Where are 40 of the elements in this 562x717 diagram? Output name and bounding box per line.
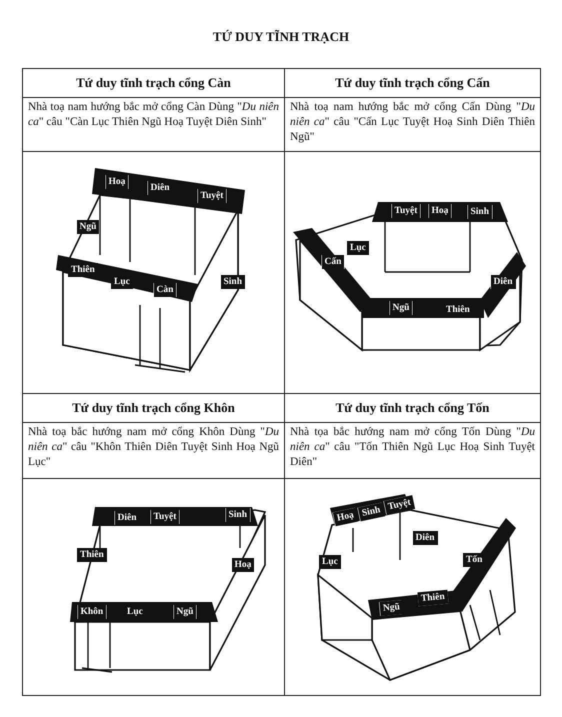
roof-label: Ngũ <box>174 605 196 619</box>
roof-label: Cấn <box>322 255 344 269</box>
roof-label: Lục <box>347 241 369 255</box>
description-text: Nhà tọa bắc hướng nam mở cổng Tốn Dùng "Du niên ca" câu "Tốn Thiên Ngũ Lục Hoạ Sinh Tuyệt Diên" <box>285 422 540 479</box>
roof-label: Sinh <box>220 275 245 289</box>
roof-label: Hoạ <box>106 175 128 189</box>
roof-label: Càn <box>154 283 176 297</box>
description-text: Nhà toạ bắc hướng nam mở cổng Khôn Dùng "Du niên ca" câu "Khôn Thiên Diên Tuyệt Sinh Hoạ Ngũ Lục" <box>23 422 284 479</box>
panel-frame <box>284 393 541 696</box>
roof-label: Thiên <box>443 303 473 317</box>
roof-label: Ngũ <box>390 301 412 315</box>
panel-heading: Tứ duy tĩnh trạch cổng Càn <box>23 69 284 98</box>
panel-frame <box>284 68 541 394</box>
roof-label: Diên <box>490 275 516 289</box>
roof-label: Sinh <box>226 508 250 522</box>
diagram-title: TỨ DUY TĨNH TRẠCH <box>212 29 350 45</box>
panel-heading: Tứ duy tĩnh trạch cổng Tốn <box>285 394 540 423</box>
roof-label: Lục <box>124 605 146 619</box>
roof-label: Tuyệt <box>392 204 420 218</box>
roof-label: Thiên <box>68 263 98 277</box>
description-text: Nhà toạ nam hướng bắc mở cổng Càn Dùng "Du niên ca" câu "Càn Lục Thiên Ngũ Hoạ Tuyệt Diên Sinh" <box>23 97 284 152</box>
roof-label: Hoạ <box>428 204 452 218</box>
roof-label: Hoạ <box>232 558 254 572</box>
roof-label: Lục <box>111 275 133 289</box>
roof-label: Tuyệt <box>150 510 180 524</box>
panel-frame <box>22 393 285 696</box>
roof-label: Diên <box>114 511 140 525</box>
roof-label: Tuyệt <box>198 189 226 203</box>
panel-heading: Tứ duy tĩnh trạch cổng Khôn <box>23 394 284 423</box>
roof-label: Khôn <box>78 605 106 619</box>
roof-label: Thiên <box>77 548 107 562</box>
roof-label: Lục <box>319 555 341 569</box>
roof-label: Diên <box>412 531 438 545</box>
roof-label: Ngũ <box>76 220 100 234</box>
description-text: Nhà toạ nam hướng bắc mở cổng Cấn Dùng "Du niên ca" câu "Cấn Lục Tuyệt Hoạ Sinh Diên Thiên Ngũ" <box>285 97 540 152</box>
panel-heading: Tứ duy tĩnh trạch cổng Cấn <box>285 69 540 98</box>
roof-label: Sinh <box>468 205 492 219</box>
roof-label: Diên <box>148 181 172 195</box>
panel-frame <box>22 68 285 394</box>
roof-label: Tốn <box>463 553 486 567</box>
